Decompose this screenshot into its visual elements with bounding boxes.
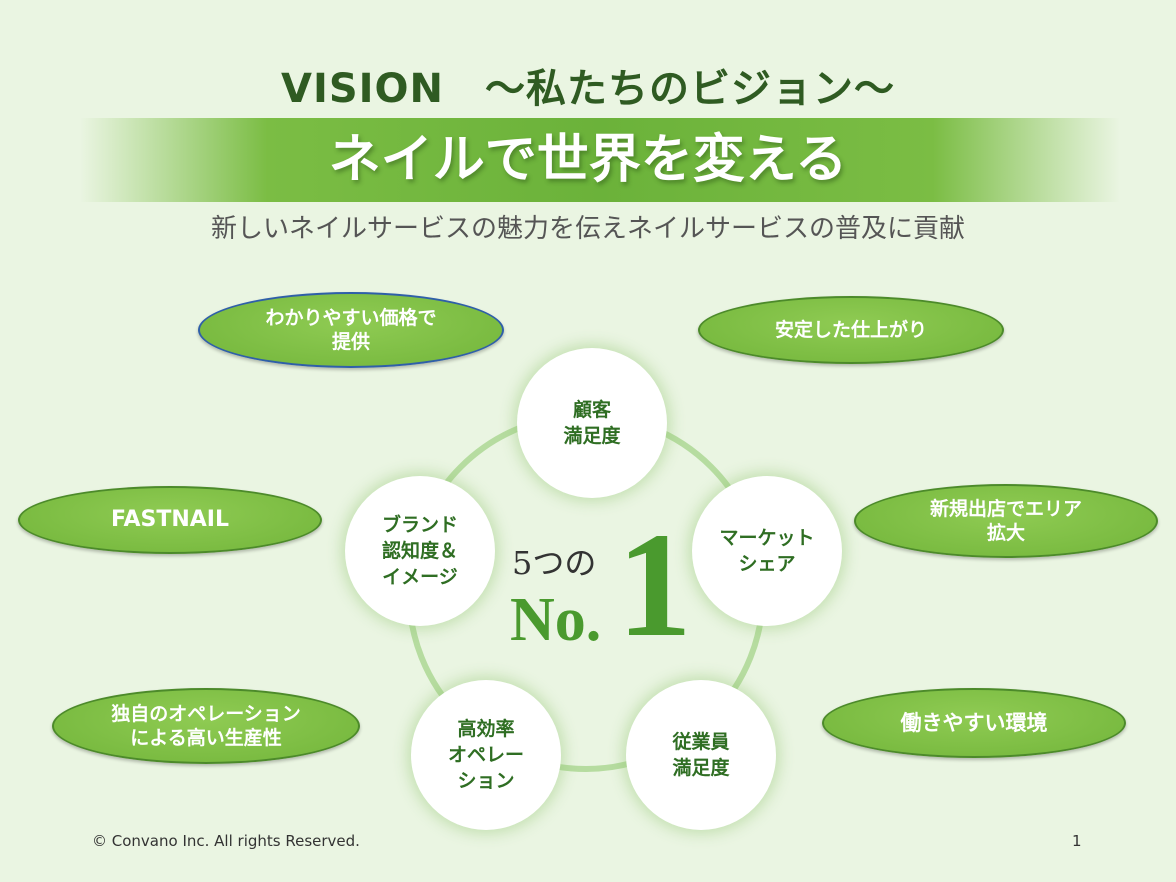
ellipse-quality: 安定した仕上がり (698, 296, 1004, 364)
ellipse-expansion: 新規出店でエリア 拡大 (854, 484, 1158, 558)
center-number-one: 1 (617, 502, 692, 668)
slide-subtitle: 新しいネイルサービスの魅力を伝えネイルサービスの普及に貢献 (210, 214, 965, 244)
ellipse-brand-name: FASTNAIL (18, 486, 322, 554)
copyright: © Convano Inc. All rights Reserved. (92, 832, 360, 850)
circle-customer-satisfaction: 顧客 満足度 (517, 348, 667, 498)
circle-employee-satisfaction: 従業員 満足度 (626, 680, 776, 830)
page-number: 1 (1072, 832, 1082, 850)
center-no-label: No. (510, 586, 602, 654)
ellipse-workplace: 働きやすい環境 (822, 688, 1126, 758)
title-banner-text: ネイルで世界を変える (328, 130, 848, 190)
circle-brand-awareness: ブランド 認知度＆ イメージ (345, 476, 495, 626)
title-banner-background (80, 118, 1120, 202)
ellipse-operation: 独自のオペレーション による高い生産性 (52, 688, 360, 764)
slide-title: VISION ～私たちのビジョン～ (280, 66, 895, 112)
circle-efficiency: 高効率 オペレー ション (411, 680, 561, 830)
ellipse-price: わかりやすい価格で 提供 (198, 292, 504, 368)
circle-market-share: マーケット シェア (692, 476, 842, 626)
center-five-label: 5つの (512, 544, 597, 582)
